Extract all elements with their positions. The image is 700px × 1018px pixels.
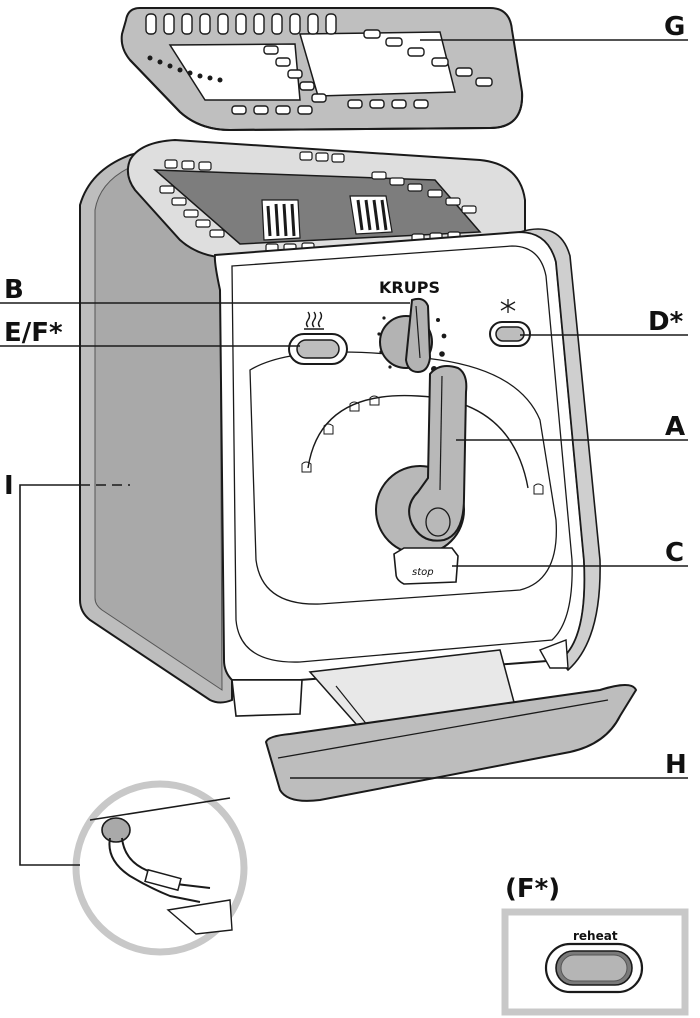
stop-button[interactable] (394, 548, 458, 584)
cord-storage-detail (76, 784, 244, 952)
callout-a: A (665, 414, 685, 440)
brand-logo: KRUPS (379, 278, 440, 297)
callout-i: I (4, 473, 14, 499)
defrost-button[interactable] (490, 322, 530, 346)
callout-g: G (664, 14, 685, 40)
stop-label: stop (412, 567, 434, 578)
callout-h: H (665, 752, 687, 778)
callout-b: B (4, 277, 24, 303)
inset-title: (F*) (505, 876, 560, 902)
callout-d: D* (648, 309, 683, 335)
reheat-button[interactable] (289, 334, 347, 364)
reheat-inset-box (505, 912, 685, 1012)
reheat-label: reheat (573, 929, 618, 943)
toaster-body (80, 140, 600, 716)
callout-c: C (665, 540, 684, 566)
bun-warmer-rack (122, 8, 522, 130)
callout-ef: E/F* (4, 320, 63, 346)
